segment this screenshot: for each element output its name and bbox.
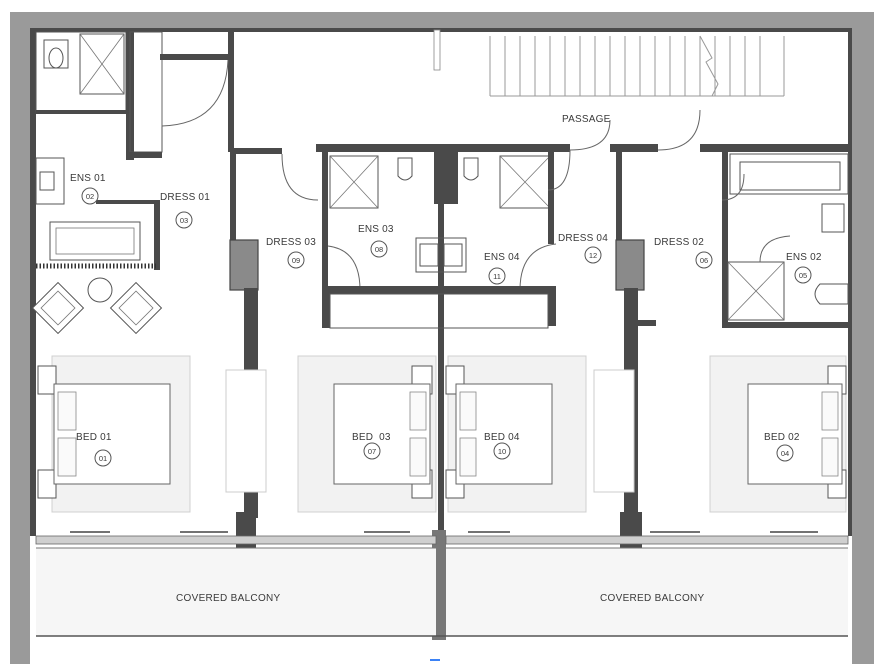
room-number-bed-01: 01 <box>99 454 107 463</box>
room-label-bed-04: BED 04 <box>484 432 520 443</box>
room-number-marker <box>175 211 193 229</box>
armchairs <box>31 277 163 335</box>
ens-01-bath-block <box>35 30 234 160</box>
balcony-edge <box>35 531 849 637</box>
room-number-dress-02: 06 <box>700 256 708 265</box>
room-number-ens-04: 11 <box>493 272 501 281</box>
bed-02-furniture <box>709 355 847 513</box>
room-number-marker <box>488 267 506 285</box>
room-number-marker <box>370 240 388 258</box>
room-number-ens-02: 05 <box>799 271 807 280</box>
passage-walls <box>228 29 852 204</box>
desk-bed-03 <box>225 369 267 493</box>
outer-wall-right <box>852 12 874 664</box>
room-number-marker <box>584 246 602 264</box>
room-number-dress-03: 09 <box>292 256 300 265</box>
ens-02-block <box>721 152 849 328</box>
room-number-bed-04: 10 <box>498 447 506 456</box>
ens-03-04-block <box>322 149 571 329</box>
bed-01-furniture <box>37 355 191 513</box>
room-label-bed-01: BED 01 <box>76 432 112 443</box>
room-number-bed-02: 04 <box>781 449 789 458</box>
room-number-marker <box>81 187 99 205</box>
desk-bed-02 <box>593 369 635 493</box>
room-number-marker <box>794 266 812 284</box>
room-label-dress-01: DRESS 01 <box>160 192 210 203</box>
room-number-marker <box>493 442 511 460</box>
room-number-ens-03: 08 <box>375 245 383 254</box>
room-number-marker <box>287 251 305 269</box>
room-label-bed-02: BED 02 <box>764 432 800 443</box>
room-number-bed-03: 07 <box>368 447 376 456</box>
ens-01-dress-01-area <box>35 157 160 270</box>
room-label-covered-balcony-right: COVERED BALCONY <box>600 593 705 604</box>
room-label-ens-01: ENS 01 <box>70 173 106 184</box>
inner-wall-left <box>30 30 36 536</box>
room-label-dress-03: DRESS 03 <box>266 237 316 248</box>
bed-04-furniture <box>445 355 587 513</box>
room-label-ens-02: ENS 02 <box>786 252 822 263</box>
room-number-dress-01: 03 <box>180 216 188 225</box>
room-number-ens-01: 02 <box>86 192 94 201</box>
room-number-marker <box>695 251 713 269</box>
room-number-marker <box>94 449 112 467</box>
room-number-dress-04: 12 <box>589 251 597 260</box>
room-label-passage: PASSAGE <box>562 114 611 125</box>
inner-wall-top <box>30 28 852 32</box>
room-label-covered-balcony-left: COVERED BALCONY <box>176 593 281 604</box>
outer-wall-top <box>10 12 874 30</box>
room-label-ens-03: ENS 03 <box>358 224 394 235</box>
room-label-dress-02: DRESS 02 <box>654 237 704 248</box>
bed-03-furniture <box>297 355 437 513</box>
outer-wall-left <box>10 12 30 664</box>
room-label-ens-04: ENS 04 <box>484 252 520 263</box>
staircase <box>489 35 785 97</box>
room-label-bed-03: BED 03 <box>352 432 391 443</box>
room-number-marker <box>363 442 381 460</box>
inner-wall-right <box>848 30 852 536</box>
room-label-dress-04: DRESS 04 <box>558 233 608 244</box>
room-number-marker <box>776 444 794 462</box>
